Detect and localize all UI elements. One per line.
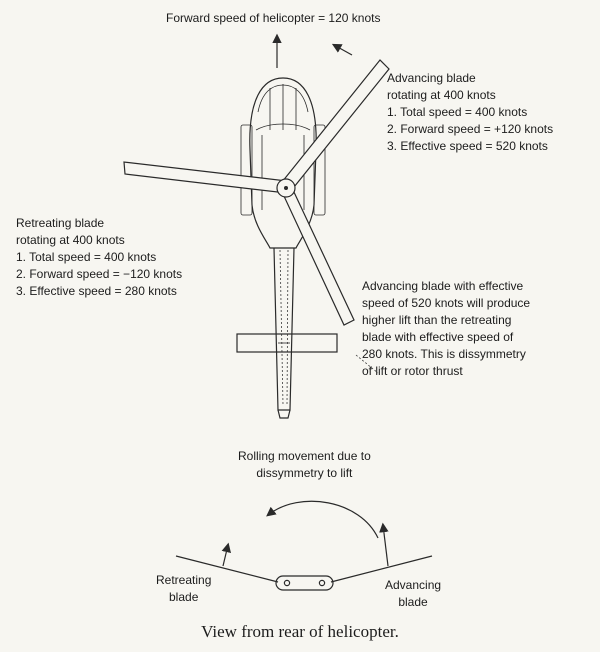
rotor-blades: [123, 59, 390, 326]
rotation-arrow: [331, 43, 353, 56]
advancing-blade-label: Advancing blade rotating at 400 knots 1.…: [387, 71, 554, 153]
dissymmetry-explanation: Advancing blade with effective speed of …: [362, 279, 531, 378]
rear-retreating-label: Retreating blade: [156, 573, 212, 604]
rear-view-diagram: [175, 500, 433, 591]
figure-caption: View from rear of helicopter.: [201, 622, 399, 641]
diagram-title: Forward speed of helicopter = 120 knots: [166, 11, 381, 25]
retreating-blade-label: Retreating blade rotating at 400 knots 1…: [16, 216, 183, 298]
rear-advancing-label: Advancing blade: [385, 578, 442, 609]
explanation-leader: [355, 354, 379, 374]
helicopter-top-view: [236, 77, 338, 419]
rolling-movement-label: Rolling movement due to dissymmetry to l…: [238, 449, 371, 480]
